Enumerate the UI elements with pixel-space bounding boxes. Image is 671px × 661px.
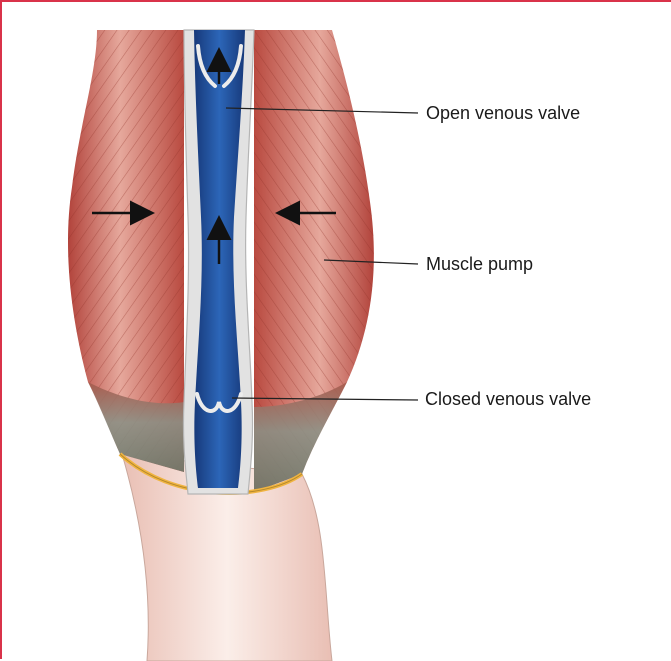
label-open-venous-valve: Open venous valve <box>426 103 580 124</box>
label-closed-venous-valve: Closed venous valve <box>425 389 591 410</box>
label-muscle-pump: Muscle pump <box>426 254 533 275</box>
